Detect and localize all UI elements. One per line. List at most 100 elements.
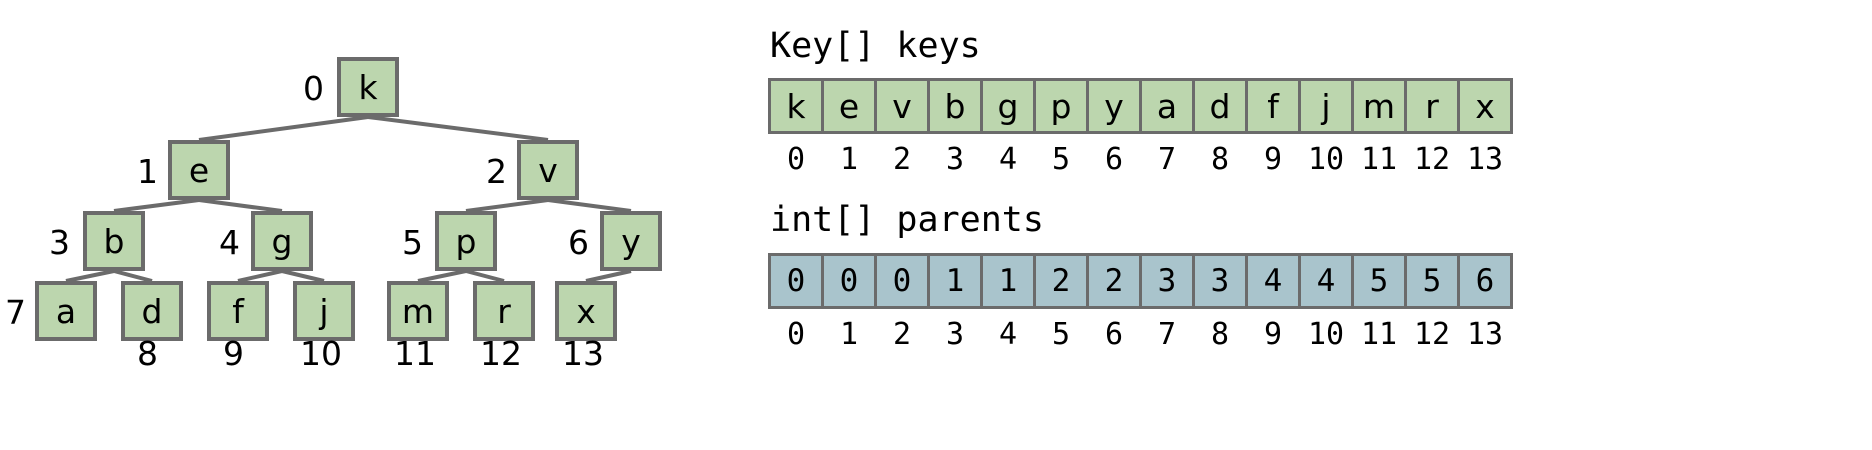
keys-cell-2[interactable]: v <box>874 78 930 134</box>
tree-node-index-3: 3 <box>49 223 70 262</box>
keys-cell-8[interactable]: d <box>1192 78 1248 134</box>
tree-node-key-label: a <box>55 291 77 331</box>
tree-edge <box>281 269 325 283</box>
parents-cell-11[interactable]: 5 <box>1351 253 1407 309</box>
parents-index-3: 3 <box>945 317 965 352</box>
keys-index-12: 12 <box>1413 142 1451 177</box>
tree-node-key-label: v <box>538 150 558 190</box>
tree-node-index-1: 1 <box>137 152 158 191</box>
parents-cell-3[interactable]: 1 <box>927 253 983 309</box>
tree-edge <box>198 115 369 142</box>
tree-node-d[interactable]: d <box>121 281 183 341</box>
parents-index-8: 8 <box>1210 317 1230 352</box>
keys-cell-12[interactable]: r <box>1404 78 1460 134</box>
tree-node-v[interactable]: v <box>517 140 579 200</box>
tree-edge <box>465 198 549 213</box>
keys-array-title: Key[] keys <box>770 26 981 66</box>
tree-node-index-13: 13 <box>562 334 604 373</box>
parents-cell-0[interactable]: 0 <box>768 253 824 309</box>
keys-cell-0[interactable]: k <box>768 78 824 134</box>
keys-index-1: 1 <box>839 142 859 177</box>
tree-edge <box>198 198 283 213</box>
keys-index-6: 6 <box>1104 142 1124 177</box>
tree-node-key-label: m <box>401 291 435 331</box>
tree-node-key-label: x <box>576 291 596 331</box>
parents-index-4: 4 <box>998 317 1018 352</box>
tree-edge <box>113 198 200 213</box>
parents-index-13: 13 <box>1466 317 1504 352</box>
tree-node-key-label: d <box>141 291 163 331</box>
tree-node-f[interactable]: f <box>207 281 269 341</box>
tree-node-key-label: e <box>188 150 210 190</box>
parents-cell-10[interactable]: 4 <box>1298 253 1354 309</box>
keys-cell-5[interactable]: p <box>1033 78 1089 134</box>
parents-cell-6[interactable]: 2 <box>1086 253 1142 309</box>
keys-cell-1[interactable]: e <box>821 78 877 134</box>
parents-index-12: 12 <box>1413 317 1451 352</box>
tree-node-g[interactable]: g <box>251 211 313 271</box>
parents-cell-13[interactable]: 6 <box>1457 253 1513 309</box>
keys-index-8: 8 <box>1210 142 1230 177</box>
tree-edge <box>113 269 153 283</box>
tree-node-m[interactable]: m <box>387 281 449 341</box>
tree-edge <box>465 269 505 283</box>
tree-node-index-8: 8 <box>137 334 158 373</box>
tree-node-y[interactable]: y <box>600 211 662 271</box>
parents-index-2: 2 <box>892 317 912 352</box>
tree-node-index-10: 10 <box>300 334 342 373</box>
tree-node-key-label: k <box>358 67 378 107</box>
keys-index-13: 13 <box>1466 142 1504 177</box>
tree-edge <box>367 115 549 142</box>
tree-node-k[interactable]: k <box>337 57 399 117</box>
keys-cell-7[interactable]: a <box>1139 78 1195 134</box>
parents-cell-2[interactable]: 0 <box>874 253 930 309</box>
parents-index-9: 9 <box>1263 317 1283 352</box>
tree-node-index-6: 6 <box>568 223 589 262</box>
keys-index-10: 10 <box>1307 142 1345 177</box>
tree-node-a[interactable]: a <box>35 281 97 341</box>
tree-edge <box>585 269 632 283</box>
keys-index-0: 0 <box>786 142 806 177</box>
parents-cell-12[interactable]: 5 <box>1404 253 1460 309</box>
parents-cell-8[interactable]: 3 <box>1192 253 1248 309</box>
tree-node-index-12: 12 <box>480 334 522 373</box>
tree-edge <box>237 269 283 283</box>
parents-cell-1[interactable]: 0 <box>821 253 877 309</box>
keys-cell-10[interactable]: j <box>1298 78 1354 134</box>
tree-node-r[interactable]: r <box>473 281 535 341</box>
tree-node-key-label: j <box>319 291 329 331</box>
tree-node-p[interactable]: p <box>435 211 497 271</box>
tree-node-index-11: 11 <box>394 334 436 373</box>
keys-cell-6[interactable]: y <box>1086 78 1142 134</box>
tree-node-index-5: 5 <box>402 223 423 262</box>
parents-index-0: 0 <box>786 317 806 352</box>
tree-edge <box>65 269 115 283</box>
tree-node-key-label: b <box>103 221 125 261</box>
tree-node-key-label: g <box>271 221 293 261</box>
keys-index-7: 7 <box>1157 142 1177 177</box>
tree-edge <box>417 269 467 283</box>
tree-node-j[interactable]: j <box>293 281 355 341</box>
parents-cell-5[interactable]: 2 <box>1033 253 1089 309</box>
parents-cell-9[interactable]: 4 <box>1245 253 1301 309</box>
keys-cell-3[interactable]: b <box>927 78 983 134</box>
keys-cell-4[interactable]: g <box>980 78 1036 134</box>
parents-cell-7[interactable]: 3 <box>1139 253 1195 309</box>
tree-node-index-4: 4 <box>219 223 240 262</box>
tree-node-index-9: 9 <box>223 334 244 373</box>
keys-cell-13[interactable]: x <box>1457 78 1513 134</box>
parents-index-10: 10 <box>1307 317 1345 352</box>
parents-index-5: 5 <box>1051 317 1071 352</box>
keys-cell-9[interactable]: f <box>1245 78 1301 134</box>
tree-node-x[interactable]: x <box>555 281 617 341</box>
keys-cell-11[interactable]: m <box>1351 78 1407 134</box>
tree-node-b[interactable]: b <box>83 211 145 271</box>
tree-node-e[interactable]: e <box>168 140 230 200</box>
parents-cell-4[interactable]: 1 <box>980 253 1036 309</box>
